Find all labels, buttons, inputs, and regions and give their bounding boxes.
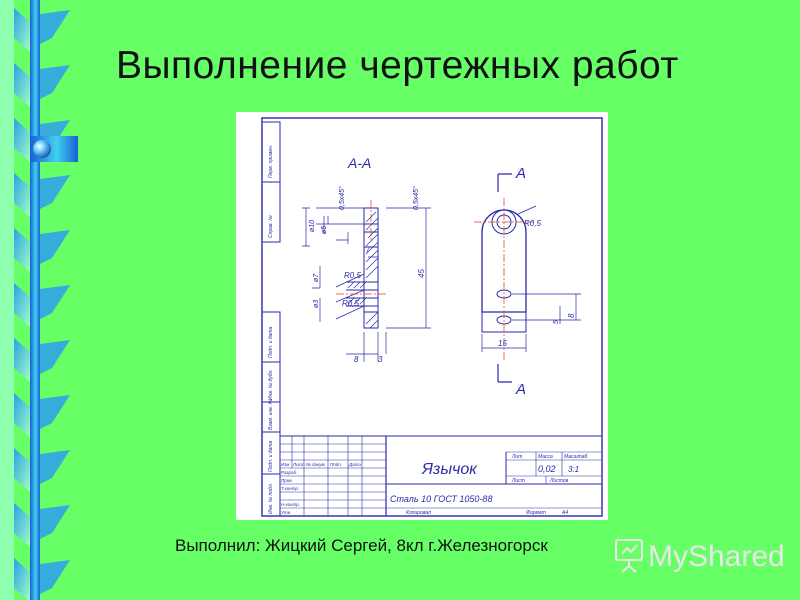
scale-value: 3:1 — [568, 465, 579, 474]
slide-title: Выполнение чертежных работ — [116, 44, 679, 87]
dim-3: 3 — [378, 355, 383, 364]
dim-chamfer-left: 0,5x45° — [338, 186, 346, 210]
tb-sheet-label: Лист — [511, 478, 525, 484]
dim-15: 15 — [498, 339, 507, 348]
side-label-0: Перв. примен. — [268, 145, 274, 178]
tb-header-2: № докум. — [306, 462, 326, 467]
strip-leaf — [40, 65, 70, 99]
view-arrow-label-bottom: А — [515, 381, 526, 398]
strip-leaf — [14, 283, 30, 327]
dim-d5: ø5 — [321, 226, 328, 234]
dim-r05-b: R0,5 — [342, 299, 359, 308]
dim-d7: ø7 — [313, 273, 320, 282]
tb-scale-label: Масштаб — [564, 454, 588, 460]
strip-leaf — [14, 118, 30, 162]
tb-header-3: Подп. — [330, 462, 342, 467]
view-arrow-label-top: А — [515, 165, 526, 182]
tb-row-3: Н.контр. — [281, 502, 300, 507]
strip-leaf — [40, 285, 70, 319]
strip-leaf — [14, 228, 30, 272]
dim-chamfer-right: 0,5x45° — [412, 186, 420, 210]
tb-copied-label: Копировал — [406, 510, 431, 516]
strip-leaf — [14, 448, 30, 492]
side-label-5: Подп. и дата — [268, 440, 274, 472]
part-name: Язычок — [421, 461, 478, 478]
mass-value: 0,02 — [538, 464, 556, 474]
strip-leaf — [40, 395, 70, 429]
tb-row-1: Пров. — [281, 478, 293, 483]
watermark-text: MyShared — [648, 540, 785, 573]
side-label-6: Инв. № подл. — [268, 483, 274, 514]
side-label-2: Подп. и дата — [268, 326, 274, 358]
side-label-3: Инв. № дубл. — [268, 369, 274, 400]
strip-leaf — [40, 450, 70, 484]
strip-leaf — [14, 63, 30, 107]
strip-leaf — [40, 505, 70, 539]
strip-leaf — [40, 560, 70, 594]
dim-r05-a: R0,5 — [344, 271, 361, 280]
strip-leaf — [40, 340, 70, 374]
dim-8: 8 — [354, 355, 359, 364]
dim-5: 5 — [553, 320, 560, 324]
strip-leaf — [14, 503, 30, 547]
tb-row-0: Разраб. — [281, 470, 297, 475]
tb-row-2: Т.контр. — [281, 486, 299, 491]
material: Сталь 10 ГОСТ 1050-88 — [390, 494, 492, 504]
author-caption: Выполнил: Жицкий Сергей, 8кл г.Железного… — [175, 536, 548, 555]
side-label-4: Взам. инв. № — [268, 398, 274, 430]
watermark-logo: MyShared — [615, 539, 785, 573]
strip-leaf — [40, 230, 70, 264]
strip-leaf — [14, 338, 30, 382]
tb-header-1: Лист — [292, 462, 305, 467]
dim-45: 45 — [417, 269, 426, 278]
section-label: А-А — [347, 155, 371, 171]
strip-leaf — [14, 393, 30, 437]
strip-leaf — [14, 558, 30, 600]
strip-leaf — [14, 8, 30, 52]
tb-row-4: Утв. — [281, 510, 291, 515]
strip-leaf — [40, 10, 70, 44]
dim-8-right: 8 — [567, 313, 576, 318]
tb-format-value: А4 — [561, 510, 568, 516]
decorative-left-strip — [0, 0, 78, 600]
dim-d3: ø3 — [313, 300, 320, 308]
technical-drawing: А-А А А ø10 ø5 0,5x45° 0,5x45° ø7 ø3 R0,… — [236, 112, 608, 520]
tb-format-label: Формат — [526, 510, 546, 516]
tb-header-0: Изм — [281, 462, 289, 467]
tb-lit-label: Лит — [511, 454, 522, 460]
dim-d10: ø10 — [309, 220, 316, 232]
tb-sheets-label: Листов — [549, 478, 569, 484]
strip-leaf — [14, 173, 30, 217]
presentation-icon — [615, 539, 643, 573]
dim-r05-c: R0,5 — [524, 219, 541, 228]
tb-mass-label: Масса — [538, 454, 553, 460]
side-label-1: Справ. № — [268, 215, 274, 238]
tb-header-4: Дата — [348, 462, 361, 467]
dim-7: 7 — [366, 247, 371, 254]
strip-leaf — [40, 175, 70, 209]
